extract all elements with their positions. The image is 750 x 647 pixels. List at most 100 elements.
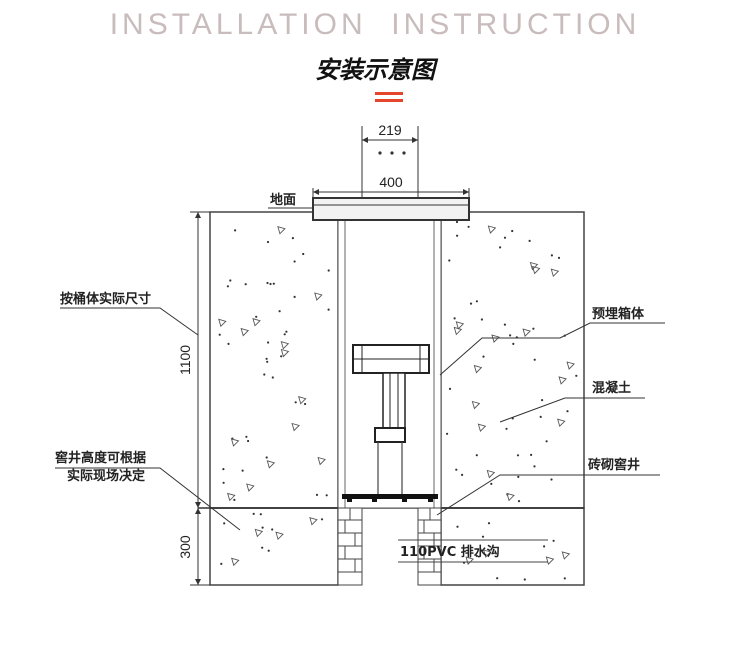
speckle-dot: [263, 373, 266, 376]
speckle-dot: [325, 494, 328, 497]
speckle-dot: [511, 229, 514, 233]
tank-valve: [374, 427, 406, 443]
speckle-dot: [252, 512, 255, 516]
speckle-dot: [222, 481, 225, 484]
speckle-aggregate: [280, 341, 290, 350]
speckle-dot: [456, 525, 459, 528]
speckle-dot: [550, 478, 553, 481]
speckle-dot: [255, 315, 258, 318]
speckle-dot: [516, 454, 520, 457]
speckle-dot: [566, 410, 569, 413]
speckle-aggregate: [545, 556, 555, 565]
speckle-aggregate: [529, 261, 539, 271]
speckle-dot: [475, 300, 478, 303]
speckle-aggregate: [240, 327, 250, 337]
speckle-dot: [271, 528, 274, 531]
speckle-dot: [496, 577, 499, 580]
speckle-dot: [480, 318, 483, 321]
embedded-box-leader: [439, 322, 665, 376]
speckle-aggregate: [230, 438, 240, 447]
speckle-aggregate: [252, 318, 261, 327]
tank-base-foot-2: [372, 499, 377, 502]
speckle-dot: [481, 535, 485, 538]
dim-219-arrow-right: [412, 137, 418, 143]
tank-base-foot-3: [402, 499, 407, 502]
bolt-1: [378, 151, 382, 155]
speckle-dot: [552, 539, 555, 542]
speckle-dot: [448, 259, 451, 262]
dim-1100-text: 1100: [177, 345, 193, 375]
speckle-dot: [280, 355, 283, 358]
speckle-dot: [467, 225, 470, 228]
speckle-dot: [266, 281, 269, 285]
speckle-aggregate: [275, 531, 284, 541]
speckle-dot: [475, 454, 478, 457]
speckle-aggregate: [550, 268, 560, 278]
dim-300-arrow-top: [195, 508, 201, 514]
speckle-dot: [533, 465, 536, 468]
label-ground: 地面: [270, 192, 296, 208]
bolt-3: [402, 151, 406, 155]
speckle-aggregate: [254, 528, 264, 538]
speckle-dot: [222, 468, 225, 471]
speckle-dot: [241, 469, 244, 472]
speckle-dot: [505, 427, 508, 430]
title-chinese: 安装示意图: [315, 56, 435, 84]
accent-bar-bottom: [375, 99, 403, 102]
dim-400-text: 400: [379, 174, 403, 190]
speckle-dot: [315, 493, 319, 496]
speckle-dot: [503, 323, 506, 326]
speckle-dot: [557, 256, 561, 259]
speckle-dot: [499, 246, 502, 249]
speckle-dot: [272, 282, 275, 285]
speckle-dot: [261, 546, 264, 549]
speckle-dot: [285, 330, 288, 333]
speckle-dot: [320, 518, 324, 521]
label-drain: 110PVC 排水沟: [400, 544, 500, 560]
speckle-dot: [533, 358, 536, 361]
speckle-aggregate: [298, 396, 307, 405]
speckle-dot: [266, 240, 270, 244]
concrete-right-block: [440, 211, 585, 509]
speckle-dot: [304, 402, 307, 406]
brick-well-left: [337, 507, 363, 586]
speckle-dot: [291, 237, 294, 240]
base-left-block: [209, 507, 339, 586]
speckle-aggregate: [314, 292, 323, 301]
speckle-aggregate: [473, 364, 483, 374]
brick-well-right: [417, 507, 442, 586]
speckle-aggregate: [522, 328, 531, 337]
speckle-dot: [475, 554, 478, 558]
speckle-dot: [269, 282, 272, 286]
speckle-dot: [461, 473, 464, 476]
speckle-dot: [271, 376, 274, 379]
speckle-dot: [530, 453, 533, 456]
speckle-dot: [482, 355, 485, 358]
speckle-dot: [446, 432, 449, 435]
speckle-dot: [265, 357, 268, 360]
label-concrete: 混凝土: [592, 380, 631, 396]
speckle-aggregate: [309, 517, 318, 526]
dim-300-arrow-bottom: [195, 579, 201, 585]
speckle-dot: [229, 279, 232, 282]
speckle-aggregate: [231, 557, 240, 567]
speckle-dot: [293, 260, 296, 263]
speckle-dot: [532, 327, 535, 330]
speckle-dot: [512, 342, 515, 345]
speckle-dot: [539, 415, 542, 418]
label-brick-well: 砖砌窖井: [588, 457, 640, 473]
speckle-aggregate: [453, 326, 463, 336]
dim-300-text: 300: [177, 535, 193, 559]
label-well-height-line2: 实际现场决定: [67, 468, 145, 484]
speckle-dot: [550, 254, 554, 257]
speckle-dot: [247, 439, 250, 443]
concrete-speckles: [218, 215, 578, 581]
speckle-dot: [563, 577, 566, 580]
bolt-2: [390, 151, 394, 155]
speckle-aggregate: [277, 226, 286, 235]
speckle-dot: [220, 562, 223, 566]
speckle-dot: [227, 342, 230, 345]
speckle-dot: [234, 229, 237, 232]
speckle-dot: [283, 333, 286, 336]
speckle-aggregate: [455, 321, 465, 330]
